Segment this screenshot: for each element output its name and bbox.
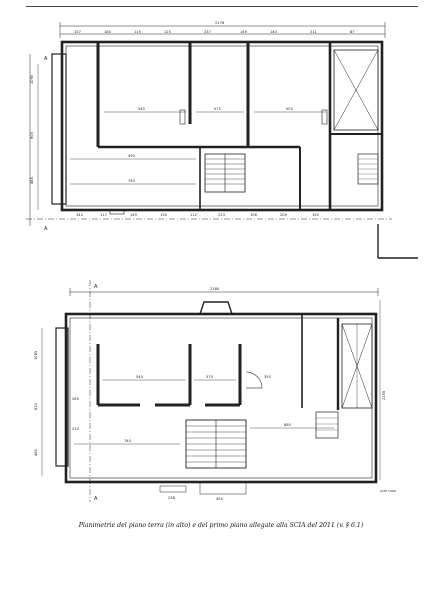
svg-text:237: 237	[204, 30, 211, 34]
svg-text:142: 142	[76, 213, 83, 217]
svg-text:149: 149	[130, 213, 138, 217]
svg-text:355: 355	[264, 375, 271, 379]
ground-floor-drawing: 2176 540 575 503 740 490 1090 605 485 15…	[26, 21, 418, 259]
svg-text:265: 265	[72, 397, 79, 401]
svg-text:540: 540	[136, 375, 144, 379]
svg-text:485: 485	[30, 177, 34, 184]
svg-text:2195: 2195	[382, 391, 386, 400]
section-marker-a-bottom: A	[94, 496, 98, 502]
section-marker-a-top: A	[94, 284, 98, 290]
figure-caption: Planimetrie del piano terra (in alto) e …	[78, 522, 364, 529]
svg-text:830: 830	[34, 402, 38, 410]
svg-text:238: 238	[168, 496, 176, 500]
svg-text:150: 150	[312, 213, 320, 217]
section-marker-a-top: A	[44, 56, 48, 62]
svg-text:140: 140	[270, 30, 278, 34]
svg-text:503: 503	[286, 107, 293, 111]
ground-floor-plan: 2176 540 575 503 740 490 1090 605 485 15…	[0, 14, 442, 264]
exterior-wall	[64, 312, 378, 484]
svg-text:157: 157	[74, 30, 81, 34]
first-floor-drawing: 2280 540 375 355 740 880 1085 830 460 21…	[34, 280, 396, 502]
svg-text:375: 375	[206, 375, 213, 379]
overall-width-label: 2280	[210, 287, 220, 291]
svg-text:125: 125	[164, 30, 171, 34]
north-label: ALTE 1906	[380, 489, 396, 493]
svg-text:149: 149	[240, 30, 248, 34]
svg-text:87: 87	[350, 30, 355, 34]
svg-text:209: 209	[280, 213, 288, 217]
overall-width-label: 2176	[215, 21, 225, 25]
svg-text:490: 490	[128, 154, 136, 158]
svg-text:740: 740	[128, 179, 136, 183]
header-rule	[26, 6, 418, 7]
svg-text:740: 740	[124, 439, 132, 443]
svg-text:112: 112	[190, 213, 197, 217]
svg-text:211: 211	[310, 30, 317, 34]
svg-text:106: 106	[250, 213, 258, 217]
svg-text:180: 180	[104, 30, 112, 34]
svg-text:130: 130	[160, 213, 168, 217]
svg-text:450: 450	[216, 497, 224, 501]
svg-text:460: 460	[34, 448, 38, 456]
svg-text:117: 117	[100, 213, 107, 217]
svg-text:210: 210	[72, 427, 80, 431]
exterior-wall	[60, 40, 384, 212]
section-marker-a-bottom: A	[44, 226, 48, 232]
svg-text:115: 115	[134, 30, 141, 34]
svg-text:880: 880	[284, 423, 292, 427]
svg-text:540: 540	[138, 107, 146, 111]
svg-text:605: 605	[30, 132, 34, 139]
svg-text:223: 223	[218, 213, 225, 217]
svg-text:1090: 1090	[30, 74, 34, 84]
svg-text:575: 575	[214, 107, 221, 111]
svg-text:1085: 1085	[34, 351, 38, 360]
first-floor-plan: 2280 540 375 355 740 880 1085 830 460 21…	[0, 280, 442, 505]
